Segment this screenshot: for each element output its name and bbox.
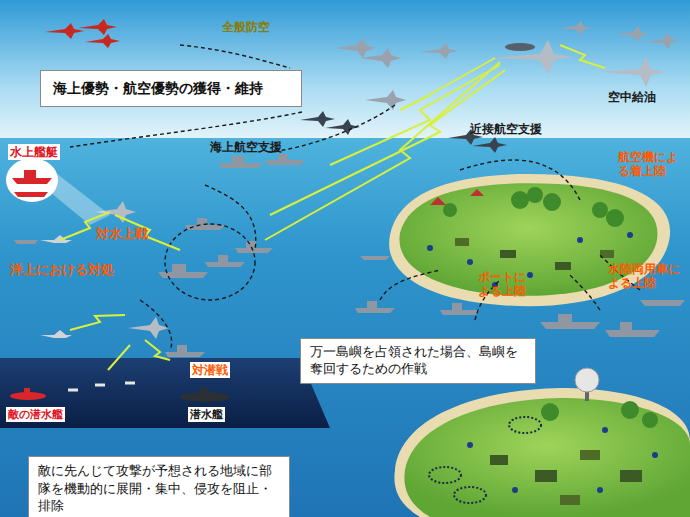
submarines <box>10 383 230 402</box>
island-lower <box>394 368 690 517</box>
callout-label: 潜水艦 <box>188 407 225 422</box>
callout-label: 全般防空 <box>222 20 270 34</box>
callout-label: 空中給油 <box>608 90 656 104</box>
ships <box>14 154 685 357</box>
box-text: 万一島嶼を占領された場合、島嶼を奪回するための作戦 <box>310 344 526 378</box>
enemy-ships <box>6 158 110 225</box>
tanker <box>600 57 666 87</box>
sky <box>0 0 690 145</box>
friendly-fighters <box>300 21 679 153</box>
text-box: 海上優勢・航空優勢の獲得・維持 <box>40 70 302 107</box>
text-box: 万一島嶼を占領された場合、島嶼を奪回するための作戦 <box>300 338 536 384</box>
callout-label: 対潜戦 <box>190 362 230 378</box>
awacs <box>490 40 572 74</box>
callout-label: 水上艦艇 <box>8 144 60 160</box>
callout-label: 海上航空支援 <box>210 140 282 154</box>
underwater-panel <box>0 358 330 428</box>
box-text: 敵に先んじて攻撃が予想される地域に部隊を機動的に展開・集中、侵攻を阻止・排除 <box>38 462 280 515</box>
callout-label: 敵の潜水艦 <box>6 407 65 422</box>
callout-label: 航空機による着上陸 <box>618 150 680 179</box>
box-text: 海上優勢・航空優勢の獲得・維持 <box>53 79 289 98</box>
callout-label: 洋上における対処 <box>10 262 114 278</box>
callout-label: ボートによる上陸 <box>478 270 528 299</box>
callout-label: 近接航空支援 <box>470 122 542 136</box>
callout-label: 対水上戦 <box>96 226 148 242</box>
enemy-fighters <box>45 19 120 48</box>
text-box: 敵に先んじて攻撃が予想される地域に部隊を機動的に展開・集中、侵攻を阻止・排除 <box>28 456 290 517</box>
callout-label: 水陸両用車による上陸 <box>608 262 682 291</box>
